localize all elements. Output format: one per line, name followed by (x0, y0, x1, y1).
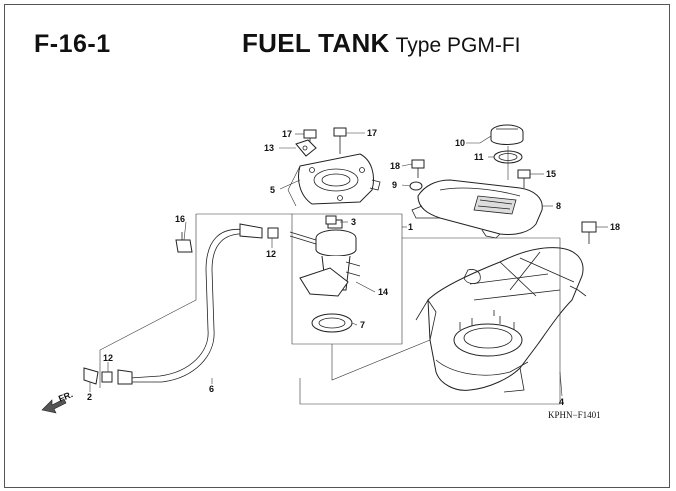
part-2-clip[interactable] (83, 367, 99, 385)
part-1-fuel-pump[interactable] (289, 219, 361, 297)
callout-17-left: 17 (282, 129, 292, 139)
callout-3: 3 (351, 217, 356, 227)
diagram-ref-code: KPHN−F1401 (548, 410, 601, 420)
callout-10: 10 (455, 138, 465, 148)
assembly-box-4 (299, 237, 561, 405)
callout-1: 1 (408, 222, 413, 232)
hose-guide-box (99, 213, 292, 388)
callout-13: 13 (264, 143, 274, 153)
callout-8: 8 (556, 201, 561, 211)
part-15-screw[interactable] (517, 169, 531, 188)
part-8-tank-cover[interactable] (411, 179, 543, 239)
callout-15: 15 (546, 169, 556, 179)
part-4-fuel-tank[interactable] (415, 247, 587, 393)
callout-11: 11 (474, 152, 484, 162)
part-13-bracket[interactable] (295, 139, 317, 157)
part-18-bolt-upper[interactable] (411, 159, 425, 178)
callout-6: 6 (209, 384, 214, 394)
part-7-pump-packing[interactable] (311, 313, 353, 333)
part-12-clip-lower[interactable] (101, 371, 113, 383)
callout-18-right: 18 (610, 222, 620, 232)
part-17-bolt-right[interactable] (333, 127, 347, 154)
part-16-hose-clip[interactable] (175, 232, 193, 253)
direction-label: FR. (57, 389, 74, 404)
part-10-filler-cap[interactable] (490, 124, 524, 145)
callout-4: 4 (559, 397, 564, 407)
part-18-bolt-right[interactable] (581, 221, 597, 244)
callout-5: 5 (270, 185, 275, 195)
page-frame (4, 4, 670, 488)
part-12-clip-upper[interactable] (267, 227, 279, 239)
title-subtitle: Type PGM-FI (395, 34, 521, 57)
front-direction-arrow: FR. (41, 389, 74, 414)
plate-guide (287, 165, 301, 207)
part-6-fuel-hose[interactable] (117, 223, 263, 385)
leader-lines (89, 132, 608, 397)
part-3-screw[interactable] (325, 215, 337, 225)
callout-7: 7 (360, 320, 365, 330)
callout-12-upper: 12 (266, 249, 276, 259)
assembly-box-1 (291, 213, 403, 345)
callout-9: 9 (392, 180, 397, 190)
callout-14: 14 (378, 287, 388, 297)
callout-2: 2 (87, 392, 92, 402)
pump-guide-line (331, 339, 431, 381)
part-9-grommet[interactable] (409, 181, 423, 191)
figure-code: F-16-1 (34, 30, 111, 58)
callout-12-lower: 12 (103, 353, 113, 363)
title-main: FUEL TANK (242, 28, 390, 58)
callout-16: 16 (175, 214, 185, 224)
callout-17-right: 17 (367, 128, 377, 138)
part-5-pump-plate[interactable] (298, 153, 381, 205)
callout-18-upper: 18 (390, 161, 400, 171)
